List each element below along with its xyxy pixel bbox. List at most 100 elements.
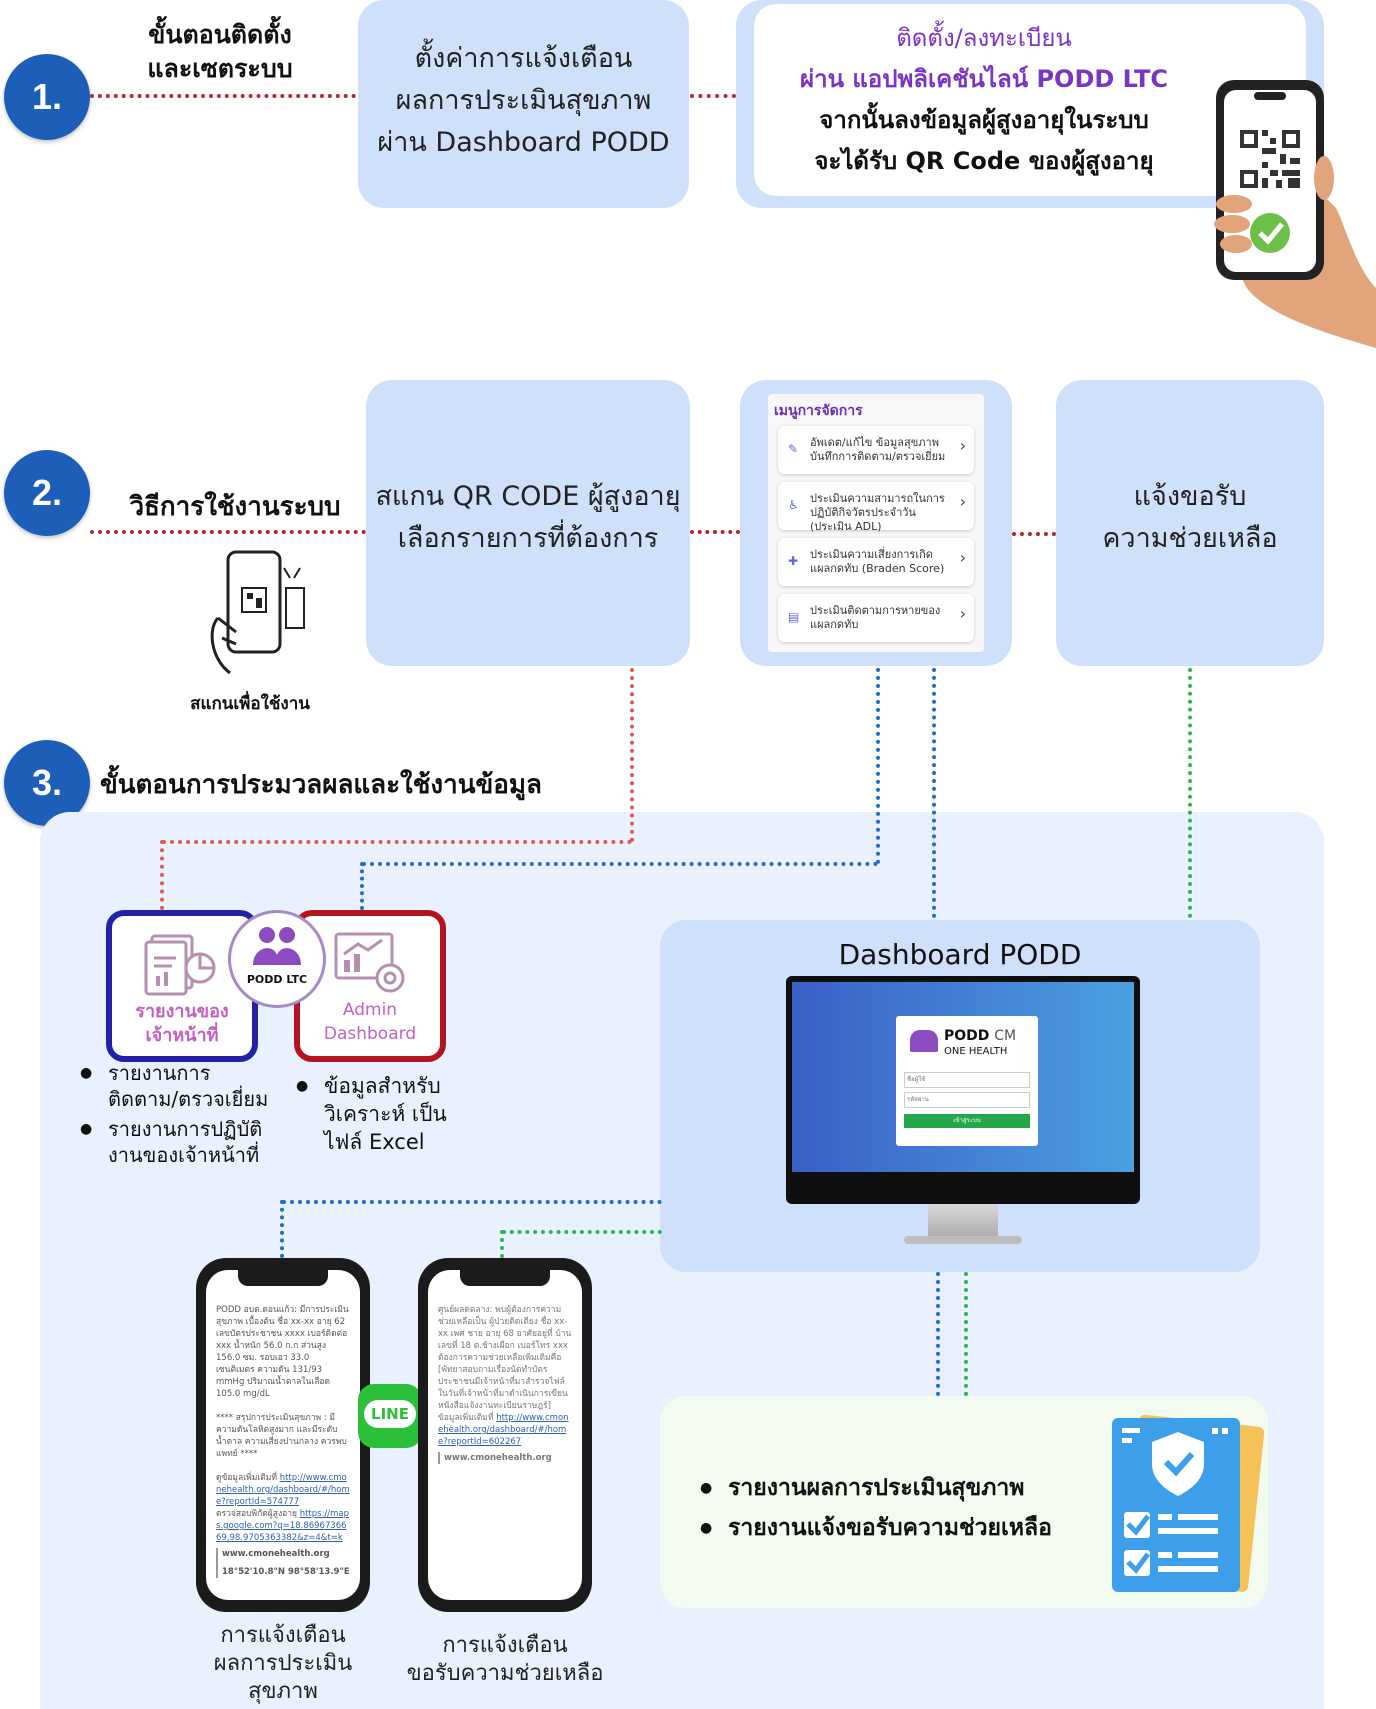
security-checklist-icon xyxy=(1112,1414,1265,1592)
staff-bullet-item: รายงานการติดตาม/ตรวจเยี่ยม xyxy=(80,1060,280,1112)
msg-text: ข้อมูลเพิ่มเติมที่ xyxy=(438,1413,494,1423)
monitor-stand xyxy=(928,1204,998,1240)
admin-bullets: ข้อมูลสำหรับวิเคราะห์ เป็นไฟล์ Excel xyxy=(296,1072,452,1156)
connector-dashboard-phone2 xyxy=(502,1230,662,1234)
caption-line: การแจ้งเตือน xyxy=(442,1633,568,1658)
menu-item-braden[interactable]: ✚ ประเมินความเสี่ยงการเกิดแผลกดทับ (Brad… xyxy=(778,538,974,586)
menu-item-label: อัพเดต/แก้ไข ข้อมูลสุขภาพ บันทึกการติดตา… xyxy=(810,436,946,463)
request-help-line2: ความช่วยเหลือ xyxy=(1102,523,1278,554)
login-button[interactable]: เข้าสู่ระบบ xyxy=(904,1114,1030,1128)
request-help-line1: แจ้งขอรับ xyxy=(1133,481,1247,512)
management-menu-panel: เมนูการจัดการ ✎ อัพเดต/แก้ไข ข้อมูลสุขภา… xyxy=(768,394,984,652)
connector-dashboard-reports-blue xyxy=(936,1272,940,1396)
connector-staff-down xyxy=(160,840,164,910)
menu-item-health-update[interactable]: ✎ อัพเดต/แก้ไข ข้อมูลสุขภาพ บันทึกการติด… xyxy=(778,426,974,474)
install-register-line4: จะได้รับ QR Code ของผู้สูงอายุ xyxy=(814,147,1154,175)
username-input[interactable] xyxy=(904,1072,1030,1088)
admin-card-line2: Dashboard xyxy=(323,1024,417,1044)
msg-text: ดูข้อมูลเพิ่มเติมที่ xyxy=(216,1473,277,1483)
brand-suffix: CM xyxy=(994,1028,1017,1044)
step-3-title: ขั้นตอนการประมวลผลและใช้งานข้อมูล xyxy=(100,770,542,800)
help-alert-message: ศูนย์ผลดตลาง: พบผู้ต้องการความช่วยเหลือเ… xyxy=(438,1304,572,1464)
step-1-badge: 1. xyxy=(4,54,90,140)
hand-holding-phone-icon xyxy=(1214,80,1376,348)
step-3-badge: 3. xyxy=(4,740,90,826)
staff-card-line2: เจ้าหน้าที่ xyxy=(145,1025,219,1046)
connector-step1-box1 xyxy=(90,94,356,98)
connector-phone2-down xyxy=(500,1230,504,1258)
chevron-right-icon: › xyxy=(959,548,966,567)
chevron-right-icon: › xyxy=(959,604,966,623)
step-2-badge: 2. xyxy=(4,450,90,536)
family-icon xyxy=(253,927,301,965)
install-register-line2: ผ่าน แอปพลิเคชันไลน์ PODD LTC xyxy=(800,65,1168,93)
monitor: PODD CM ONE HEALTH เข้าสู่ระบบ xyxy=(786,976,1140,1204)
chevron-right-icon: › xyxy=(959,492,966,511)
monitor-base xyxy=(904,1236,1022,1244)
podd-ltc-logo-text: PODD LTC xyxy=(246,973,308,986)
admin-card-line1: Admin xyxy=(342,1000,398,1020)
scan-qr-line1: สแกน QR CODE ผู้สูงอายุ xyxy=(375,481,681,512)
document-icon: ▤ xyxy=(788,610,800,624)
menu-item-label: ประเมินความเสี่ยงการเกิดแผลกดทับ (Braden… xyxy=(810,548,945,575)
msg-link[interactable]: https://maps.google.com?q=18.8696736669,… xyxy=(216,1509,350,1543)
reports-box: รายงานผลการประเมินสุขภาพ รายงานแจ้งขอรับ… xyxy=(660,1396,1268,1608)
install-register-inner xyxy=(754,4,1306,196)
brand-subtitle: ONE HEALTH xyxy=(944,1046,1008,1057)
scan-qr-box: สแกน QR CODE ผู้สูงอายุ เลือกรายการที่ต้… xyxy=(366,380,690,666)
msg-text: ตรวจสอบพิกัดผู้สูงอายุ xyxy=(216,1509,297,1519)
msg-text: ศูนย์ผลดตลาง: พบผู้ต้องการความช่วยเหลือเ… xyxy=(438,1305,572,1411)
caption-line: สุขภาพ xyxy=(248,1679,318,1704)
connector-help-down xyxy=(1188,668,1192,918)
msg-text: PODD อบต.ดอนแก้ว: มีการประเมินสุขภาพ เบื… xyxy=(216,1305,349,1399)
notification-setup-box: ตั้งค่าการแจ้งเตือน ผลการประเมินสุขภาพ ผ… xyxy=(358,0,689,208)
phone-help-alert: ศูนย์ผลดตลาง: พบผู้ต้องการความช่วยเหลือเ… xyxy=(418,1258,592,1612)
connector-dashboard-phone1 xyxy=(282,1200,662,1204)
notification-setup-line1: ตั้งค่าการแจ้งเตือน xyxy=(414,43,633,74)
scan-phone-icon xyxy=(210,550,305,675)
podd-ltc-logo: PODD LTC xyxy=(228,910,326,1008)
msg-coords: 18°52'10.8"N 98°58'13.9"E xyxy=(222,1567,350,1577)
menu-item-label: ประเมินติดตามการหายของแผลกดทับ xyxy=(810,604,941,631)
bandage-icon: ✚ xyxy=(788,554,799,568)
request-help-box: แจ้งขอรับ ความช่วยเหลือ xyxy=(1056,380,1324,666)
caption-line: ผลการประเมิน xyxy=(213,1651,353,1676)
scan-qr-line2: เลือกรายการที่ต้องการ xyxy=(397,523,659,554)
connector-step2-box1 xyxy=(90,530,366,534)
install-register-line1: ติดตั้ง/ลงทะเบียน xyxy=(896,24,1072,52)
login-card: PODD CM ONE HEALTH เข้าสู่ระบบ xyxy=(896,1016,1038,1146)
connector-menu-to-admin xyxy=(362,862,878,866)
connector-menu-down-b xyxy=(932,668,936,918)
msg-text: **** สรุปการประเมินสุขภาพ : มีความดันโลห… xyxy=(216,1413,347,1459)
check-circle-icon xyxy=(1250,213,1290,253)
menu-item-adl[interactable]: ♿ ประเมินความสามารถในการปฏิบัติกิจวัตรปร… xyxy=(778,482,974,533)
monitor-screen: PODD CM ONE HEALTH เข้าสู่ระบบ xyxy=(792,982,1134,1172)
caption-line: ขอรับความช่วยเหลือ xyxy=(406,1661,604,1686)
msg-site: www.cmonehealth.org xyxy=(444,1453,552,1463)
install-register-box: ติดตั้ง/ลงทะเบียน ผ่าน แอปพลิเคชันไลน์ P… xyxy=(736,0,1324,208)
connector-box1-box2 xyxy=(690,94,736,98)
step-1-title-line2: และเซตระบบ xyxy=(147,54,293,83)
staff-report-bullets: รายงานการติดตาม/ตรวจเยี่ยม รายงานการปฏิบ… xyxy=(80,1060,280,1168)
analytics-icon xyxy=(334,932,405,993)
scan-caption: สแกนเพื่อใช้งาน xyxy=(190,694,310,714)
menu-item-wound-tracking[interactable]: ▤ ประเมินติดตามการหายของแผลกดทับ › xyxy=(778,594,974,642)
phone1-caption: การแจ้งเตือน ผลการประเมิน สุขภาพ xyxy=(196,1622,370,1706)
management-menu-title: เมนูการจัดการ xyxy=(774,403,863,419)
staff-bullet-item: รายงานการปฏิบัติงานของเจ้าหน้าที่ xyxy=(80,1116,280,1168)
step-1-title: ขั้นตอนติดตั้ง และเซตระบบ xyxy=(120,18,320,86)
caption-line: การแจ้งเตือน xyxy=(220,1623,346,1648)
step-1-title-line1: ขั้นตอนติดตั้ง xyxy=(148,20,292,49)
dashboard-title: Dashboard PODD xyxy=(838,938,1082,971)
msg-link[interactable]: http://www.cmonehealth.org/dashboard/#/h… xyxy=(216,1473,350,1507)
msg-link[interactable]: http://www.cmonehealth.org/dashboard/#/h… xyxy=(438,1413,569,1447)
management-menu-box: เมนูการจัดการ ✎ อัพเดต/แก้ไข ข้อมูลสุขภา… xyxy=(740,380,1012,666)
connector-dashboard-reports-green xyxy=(964,1272,968,1396)
edit-icon: ✎ xyxy=(788,442,799,456)
connector-scan-menu xyxy=(690,530,740,534)
password-input[interactable] xyxy=(904,1092,1030,1108)
brand-name: PODD xyxy=(944,1028,990,1044)
connector-phone1-down xyxy=(280,1200,284,1258)
chevron-right-icon: › xyxy=(959,436,966,455)
install-register-line3: จากนั้นลงข้อมูลผู้สูงอายุในระบบ xyxy=(819,106,1149,134)
